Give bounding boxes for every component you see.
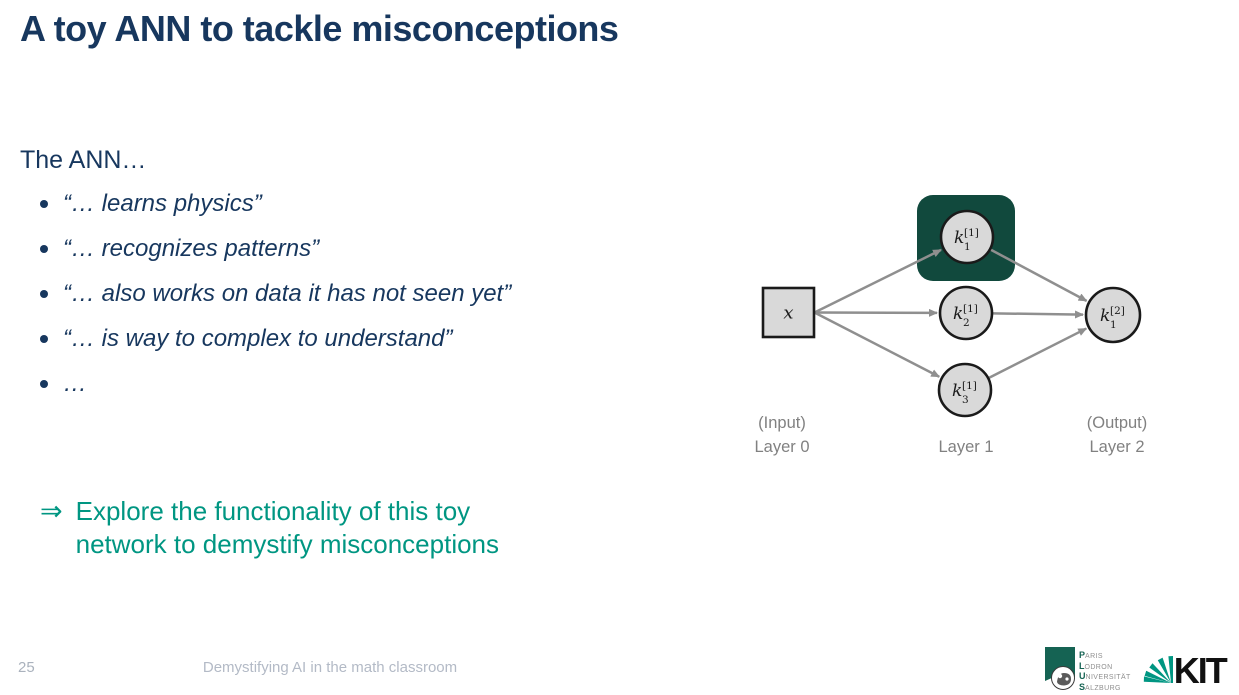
edge-line	[988, 329, 1086, 379]
layer-label-top: (Output)	[1087, 414, 1148, 432]
svg-text:3: 3	[962, 394, 969, 406]
input-node-label: x	[783, 303, 793, 324]
kit-fan-icon	[1141, 650, 1173, 686]
edge-line	[815, 250, 942, 313]
layer-label-bottom: Layer 0	[754, 438, 809, 456]
svg-text:1: 1	[964, 241, 971, 253]
layer-label-top: (Input)	[758, 414, 806, 432]
plus-shield-icon	[1044, 646, 1076, 692]
bullet-text: “… also works on data it has not seen ye…	[63, 280, 511, 308]
bullet-dot-icon	[40, 380, 48, 388]
svg-text:[1]: [1]	[962, 380, 977, 392]
bullet-text: “… recognizes patterns”	[63, 235, 319, 263]
bullet-text: “… is way to complex to understand”	[63, 325, 453, 353]
conclusion: ⇒ Explore the functionality of this toy …	[40, 495, 499, 561]
svg-text:k: k	[952, 381, 962, 401]
footer-logos: PARIS LODRON UNIVERSITÄT SALZBURG KIT	[1044, 646, 1226, 692]
implies-arrow-icon: ⇒	[40, 495, 63, 528]
plus-word: SALZBURG	[1079, 681, 1131, 692]
edge-line	[815, 313, 940, 377]
plus-word: PARIS	[1079, 649, 1131, 660]
conclusion-lines: Explore the functionality of this toy ne…	[76, 495, 499, 561]
layer-label-bottom: Layer 1	[938, 438, 993, 456]
kit-logo: KIT	[1141, 650, 1226, 686]
kit-wordmark: KIT	[1174, 656, 1226, 686]
bullet-item: “… learns physics”	[40, 181, 511, 226]
bullet-dot-icon	[40, 200, 48, 208]
page-title: A toy ANN to tackle misconceptions	[20, 8, 618, 50]
bullet-text: “… learns physics”	[63, 190, 262, 218]
footer-caption: Demystifying AI in the math classroom	[180, 659, 480, 676]
layer-label-bottom: Layer 2	[1089, 438, 1144, 456]
plus-word: LODRON	[1079, 660, 1131, 671]
svg-text:[1]: [1]	[963, 303, 978, 315]
conclusion-line: network to demystify misconceptions	[76, 528, 499, 561]
plus-logo: PARIS LODRON UNIVERSITÄT SALZBURG	[1044, 646, 1131, 692]
bullet-dot-icon	[40, 245, 48, 253]
svg-text:k: k	[1100, 306, 1110, 326]
bullet-item: “… is way to complex to understand”	[40, 316, 511, 361]
plus-wordmark: PARIS LODRON UNIVERSITÄT SALZBURG	[1079, 649, 1131, 692]
bullet-item: …	[40, 361, 511, 406]
svg-text:[1]: [1]	[964, 227, 979, 239]
svg-text:2: 2	[963, 317, 970, 329]
bullet-item: “… also works on data it has not seen ye…	[40, 271, 511, 316]
svg-text:1: 1	[1110, 319, 1117, 331]
conclusion-line: Explore the functionality of this toy	[76, 495, 499, 528]
intro-text: The ANN…	[20, 146, 146, 175]
bullet-item: “… recognizes patterns”	[40, 226, 511, 271]
bullet-text: …	[63, 370, 87, 398]
bullet-dot-icon	[40, 335, 48, 343]
bullet-dot-icon	[40, 290, 48, 298]
edge-line	[992, 313, 1083, 314]
svg-text:k: k	[953, 304, 963, 324]
bullet-list: “… learns physics” “… recognizes pattern…	[40, 181, 511, 406]
svg-text:k: k	[954, 228, 964, 248]
svg-text:[2]: [2]	[1110, 305, 1125, 317]
page-number: 25	[18, 659, 35, 676]
plus-word: UNIVERSITÄT	[1079, 670, 1131, 681]
